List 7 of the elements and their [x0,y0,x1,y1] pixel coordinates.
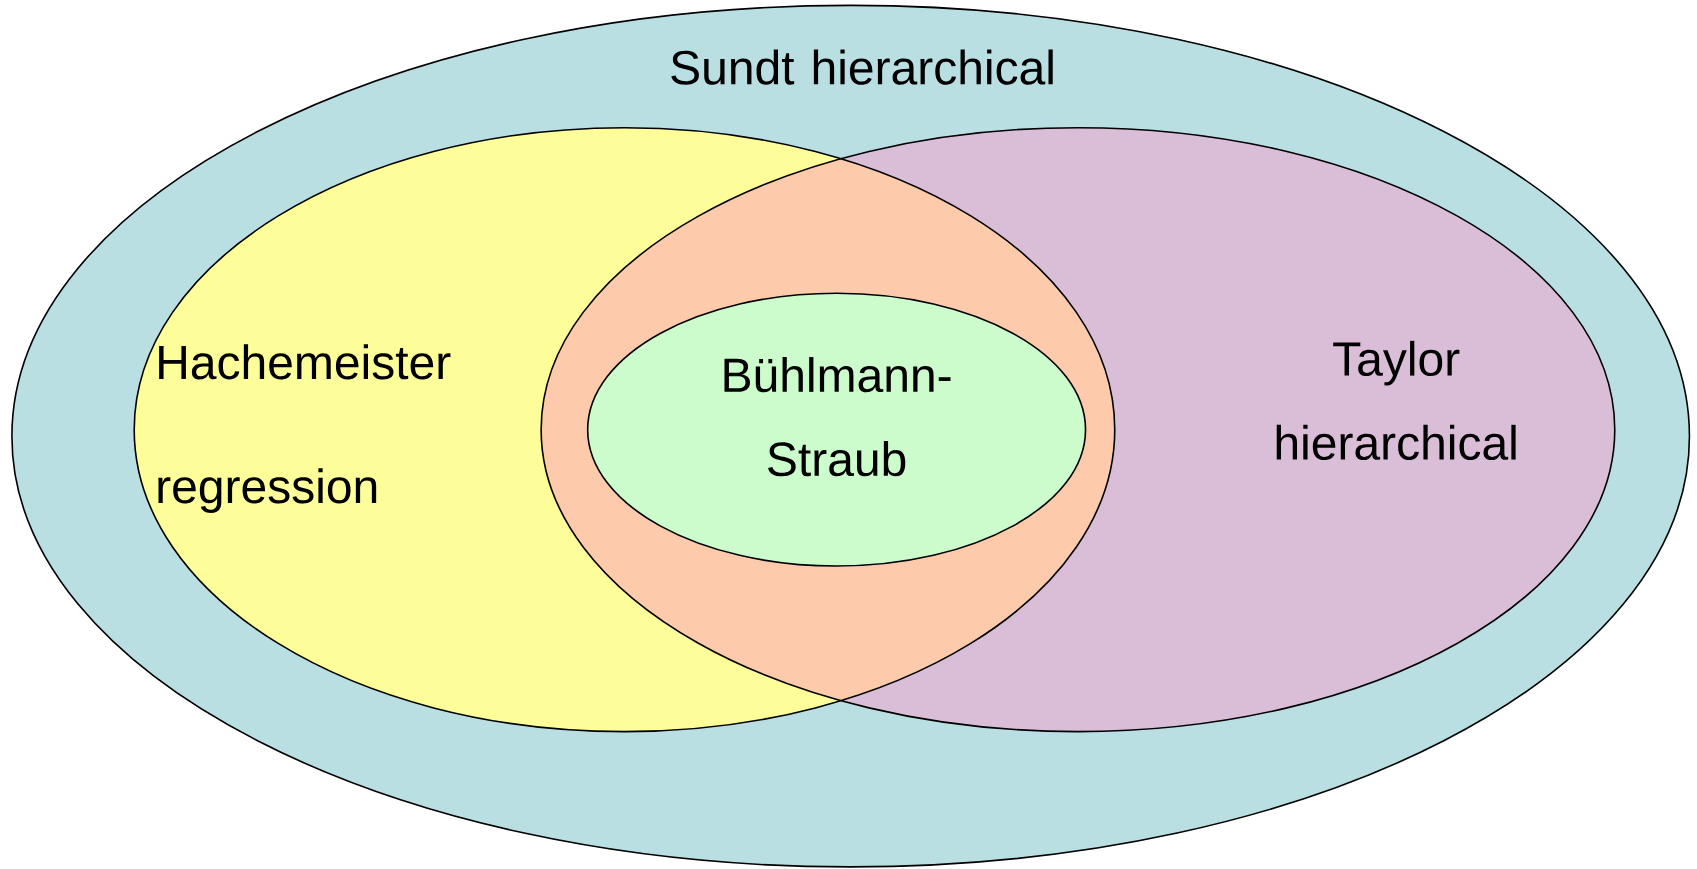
ellipse-region [586,292,1087,567]
region-label: Hachemeister regression [158,344,451,513]
ellipse-region [133,126,1116,733]
region-label: Bühlmann-Straub [724,357,951,477]
ellipse-region [540,126,1616,733]
region-label: Taylor hierarchical [1276,340,1516,461]
region-label: Sundt hierarchical [671,49,1053,85]
